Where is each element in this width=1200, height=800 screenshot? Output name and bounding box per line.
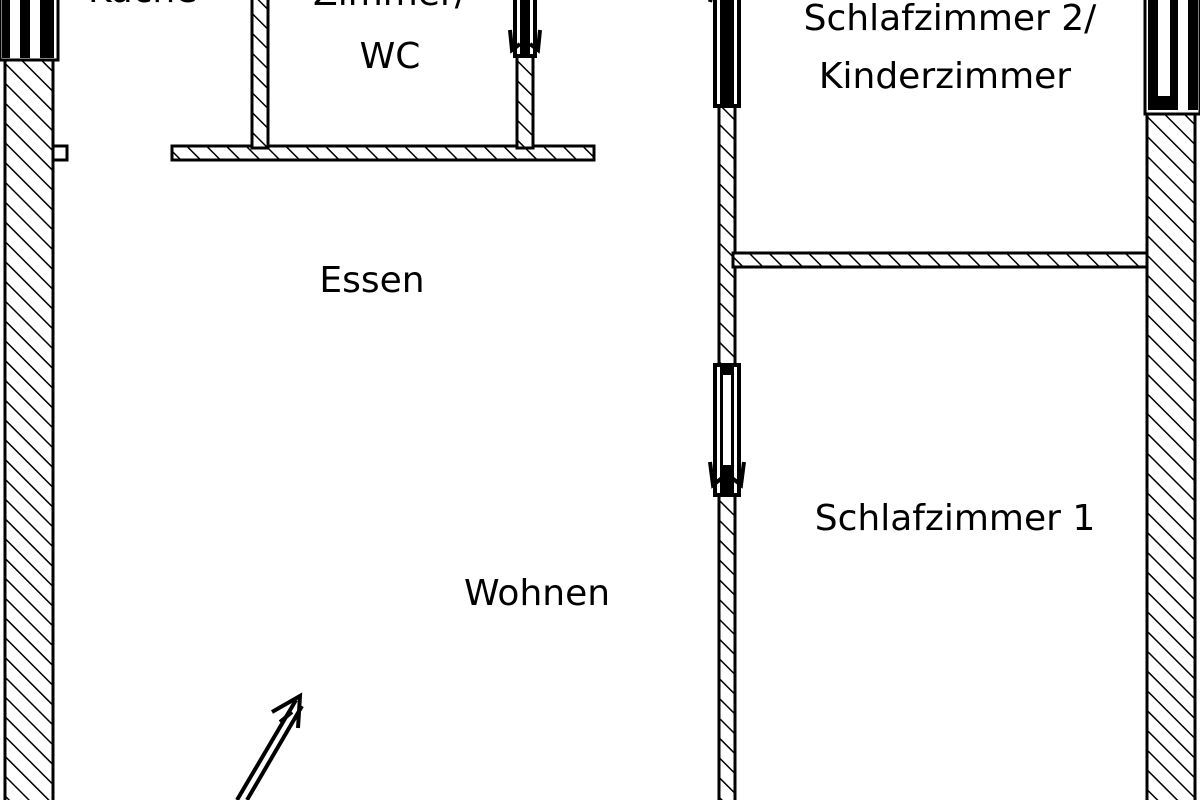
door-schlafzimmer1 [708, 363, 746, 497]
label-schlafzimmer2-line1: Schlafzimmer 2/ [804, 0, 1098, 39]
wall-left-outer [3, 56, 55, 800]
label-essen: Essen [319, 260, 424, 301]
wall-wc-left [250, 0, 270, 150]
wall-right-outer [1145, 110, 1197, 800]
label-schlafzimmer2-line2: Kinderzimmer [819, 56, 1071, 97]
label-top-left: Küche [88, 0, 197, 11]
window-top-right [1143, 0, 1200, 116]
wall-wc-bottom [170, 144, 596, 162]
label-wohnen: Wohnen [464, 573, 610, 614]
wall-between-bedrooms [731, 251, 1149, 269]
wall-wc-right [515, 53, 535, 150]
wall-notch [51, 144, 69, 162]
door-swing-wohnen [235, 692, 304, 800]
door-wc [508, 0, 542, 58]
door-middle-top [708, 0, 741, 108]
label-zimmer-wc-line1: Zimmer/ [313, 0, 468, 14]
label-zimmer-wc-line2: WC [360, 36, 421, 77]
window-top-left [0, 0, 60, 62]
label-schlafzimmer1: Schlafzimmer 1 [815, 498, 1096, 539]
